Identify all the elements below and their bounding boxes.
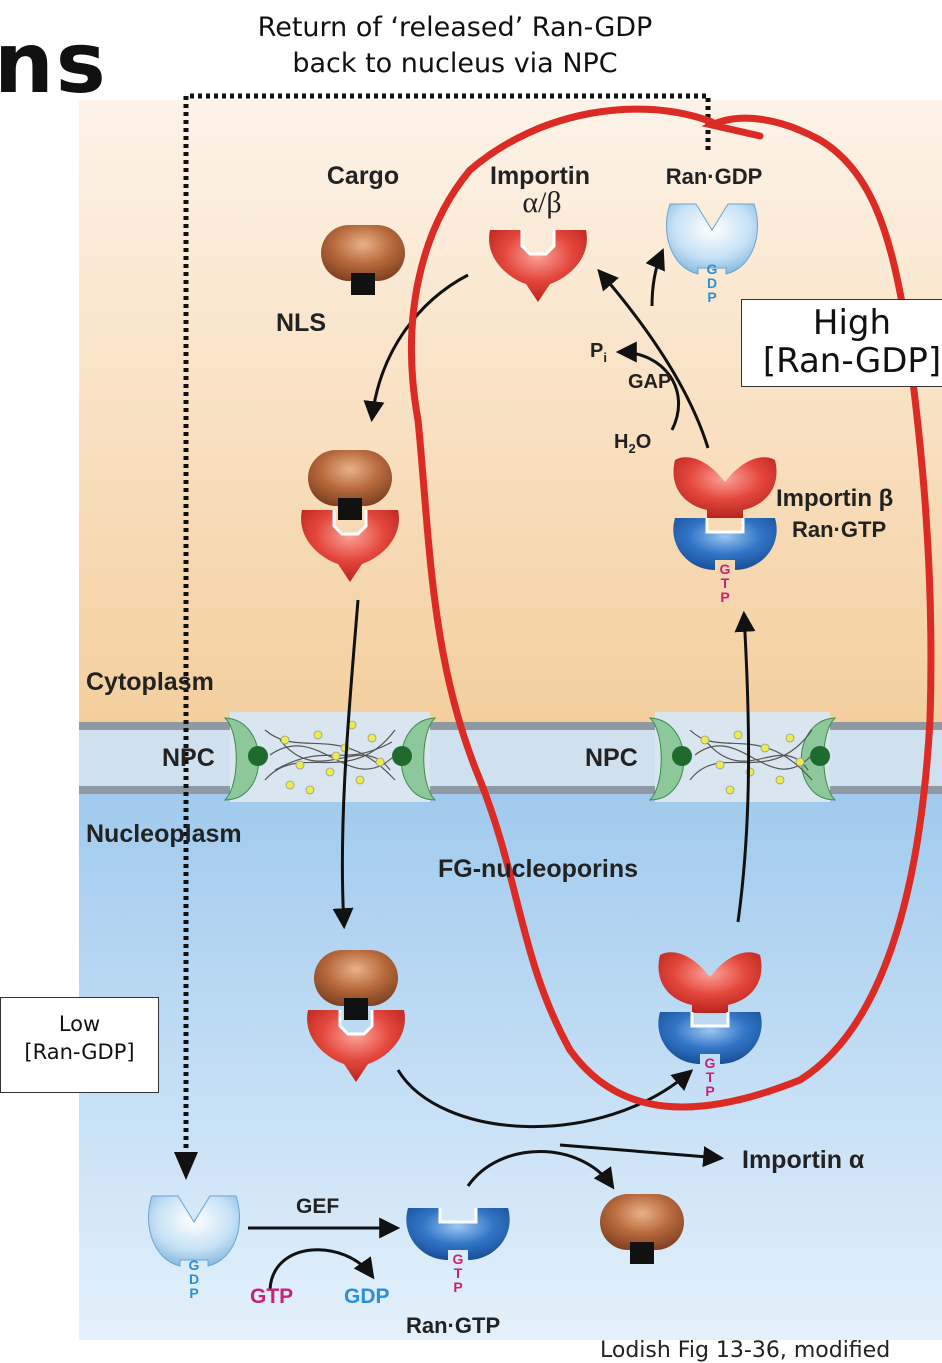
cargo-label: Cargo — [327, 162, 399, 190]
npc-right-label: NPC — [585, 744, 638, 772]
return-arrowhead — [174, 1152, 198, 1180]
figure-credit: Lodish Fig 13-36, modified — [600, 1338, 891, 1363]
nls-label: NLS — [276, 309, 326, 337]
cytoplasm-label: Cytoplasm — [86, 668, 214, 696]
high-ran-gdp-box: High [Ran-GDP] — [741, 299, 942, 387]
low-box-line-1: Low — [58, 1012, 101, 1036]
pathway-arrows — [248, 248, 756, 1291]
return-note: Return of ‘released’ Ran-GDP back to nuc… — [195, 10, 715, 82]
low-ran-gdp-box: Low [Ran-GDP] — [0, 997, 159, 1093]
importin-ab-label-2: α/β — [522, 186, 561, 219]
high-box-line-1: High — [812, 303, 892, 343]
gtp-label: GTP — [250, 1285, 293, 1308]
fg-nucleoporins-label: FG-nucleoporins — [438, 855, 638, 883]
low-box-line-2: [Ran-GDP] — [24, 1040, 135, 1064]
ran-gtp-bottom-label: Ran·GTP — [406, 1313, 500, 1338]
importin-beta-label: Importin β — [776, 485, 893, 512]
return-note-line-2: back to nucleus via NPC — [292, 48, 618, 79]
outer-membrane — [79, 722, 942, 730]
npc-right — [648, 712, 837, 802]
pi-label: Pi — [590, 340, 607, 365]
npc-left-label: NPC — [162, 744, 215, 772]
cytoplasm-region — [79, 100, 942, 722]
ran-gdp-top-label: Ran·GDP — [666, 164, 763, 189]
gdp-label: GDP — [344, 1285, 390, 1308]
importin-alpha-label: Importin α — [742, 1146, 865, 1174]
slide-title-fragment: ns — [0, 14, 108, 112]
gef-label: GEF — [296, 1195, 339, 1218]
importin-ab-label-1: Importin — [490, 162, 590, 190]
gap-label: GAP — [628, 371, 671, 393]
inner-membrane — [79, 786, 942, 794]
high-box-line-2: [Ran-GDP] — [762, 341, 942, 381]
h2o-label: H2O — [614, 431, 651, 456]
ran-gtp-right-label: Ran·GTP — [792, 517, 886, 542]
npc-left — [223, 712, 437, 802]
return-note-line-1: Return of ‘released’ Ran-GDP — [257, 12, 653, 43]
nucleoplasm-label: Nucleoplasm — [86, 820, 242, 848]
